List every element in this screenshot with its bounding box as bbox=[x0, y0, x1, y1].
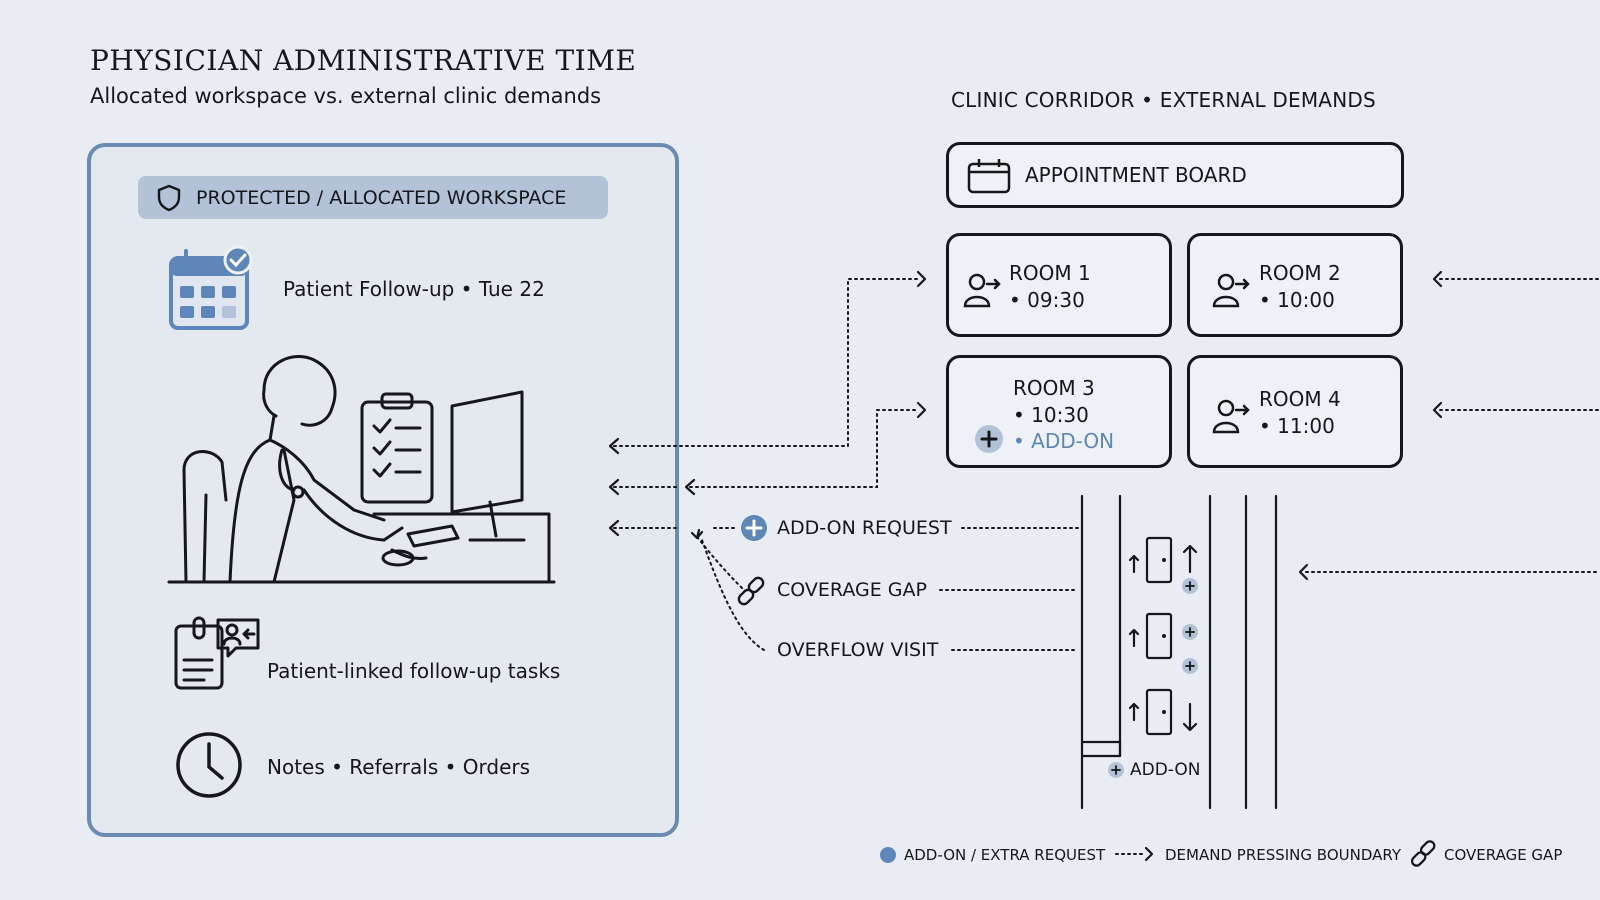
link-icon bbox=[737, 576, 765, 606]
room-time: • 09:30 bbox=[1009, 288, 1085, 312]
workspace-badge: PROTECTED / ALLOCATED WORKSPACE bbox=[138, 176, 608, 219]
appointment-board: APPOINTMENT BOARD bbox=[946, 142, 1404, 208]
room-name: ROOM 4 bbox=[1259, 387, 1341, 411]
legend-gap: COVERAGE GAP bbox=[1444, 846, 1563, 864]
room-time: • 10:30 bbox=[1013, 403, 1089, 427]
shield-icon bbox=[157, 184, 181, 211]
calendar-icon bbox=[169, 245, 253, 330]
demand-overflow-visit: OVERFLOW VISIT bbox=[777, 639, 939, 661]
plus-icon bbox=[741, 515, 767, 541]
corridor-title: CLINIC CORRIDOR • EXTERNAL DEMANDS bbox=[951, 88, 1376, 112]
room-card: ROOM 1 • 09:30 bbox=[946, 233, 1172, 337]
room-time: • 11:00 bbox=[1259, 414, 1335, 438]
door-icon bbox=[1145, 688, 1173, 736]
appointment-board-label: APPOINTMENT BOARD bbox=[1025, 163, 1247, 187]
plus-icon bbox=[1108, 578, 1198, 778]
demand-addon-request: ADD-ON REQUEST bbox=[777, 517, 952, 539]
notes-label: Notes • Referrals • Orders bbox=[267, 755, 531, 779]
workspace-badge-label: PROTECTED / ALLOCATED WORKSPACE bbox=[196, 186, 567, 209]
hallway-addon-label: ADD-ON bbox=[1130, 760, 1201, 780]
person-enter-icon bbox=[1212, 273, 1250, 308]
legend-pressing: DEMAND PRESSING BOUNDARY bbox=[1165, 846, 1402, 864]
page-subtitle: Allocated workspace vs. external clinic … bbox=[90, 84, 602, 108]
demand-coverage-gap: COVERAGE GAP bbox=[777, 579, 927, 601]
demand-line-room1 bbox=[613, 278, 919, 447]
room-addon-label: • ADD-ON bbox=[1013, 429, 1115, 453]
physician-illustration bbox=[167, 355, 556, 584]
demand-line-room3 bbox=[689, 409, 919, 488]
room-card: ROOM 3 • 10:30 • ADD-ON bbox=[946, 355, 1172, 468]
room-card: ROOM 2 • 10:00 bbox=[1187, 233, 1403, 337]
legend-addon: ADD-ON / EXTRA REQUEST bbox=[904, 846, 1106, 864]
person-enter-icon bbox=[1212, 399, 1250, 434]
door-icon bbox=[1145, 536, 1173, 584]
clock-icon bbox=[176, 732, 242, 798]
room-card: ROOM 4 • 11:00 bbox=[1187, 355, 1403, 468]
person-enter-icon bbox=[963, 273, 1001, 308]
board-icon bbox=[967, 159, 1011, 194]
page-title: PHYSICIAN ADMINISTRATIVE TIME bbox=[90, 44, 637, 77]
room-name: ROOM 1 bbox=[1009, 261, 1091, 285]
appointment-label: Patient Follow-up • Tue 22 bbox=[283, 277, 545, 301]
room-name: ROOM 3 bbox=[1013, 376, 1095, 400]
door-icon bbox=[1145, 612, 1173, 660]
legend-addon-dot bbox=[880, 847, 896, 863]
tasks-icon bbox=[174, 616, 260, 690]
link-icon bbox=[1410, 840, 1436, 867]
room-time: • 10:00 bbox=[1259, 288, 1335, 312]
room-name: ROOM 2 bbox=[1259, 261, 1341, 285]
plus-icon bbox=[975, 425, 1003, 453]
tasks-label: Patient-linked follow-up tasks bbox=[267, 659, 561, 683]
